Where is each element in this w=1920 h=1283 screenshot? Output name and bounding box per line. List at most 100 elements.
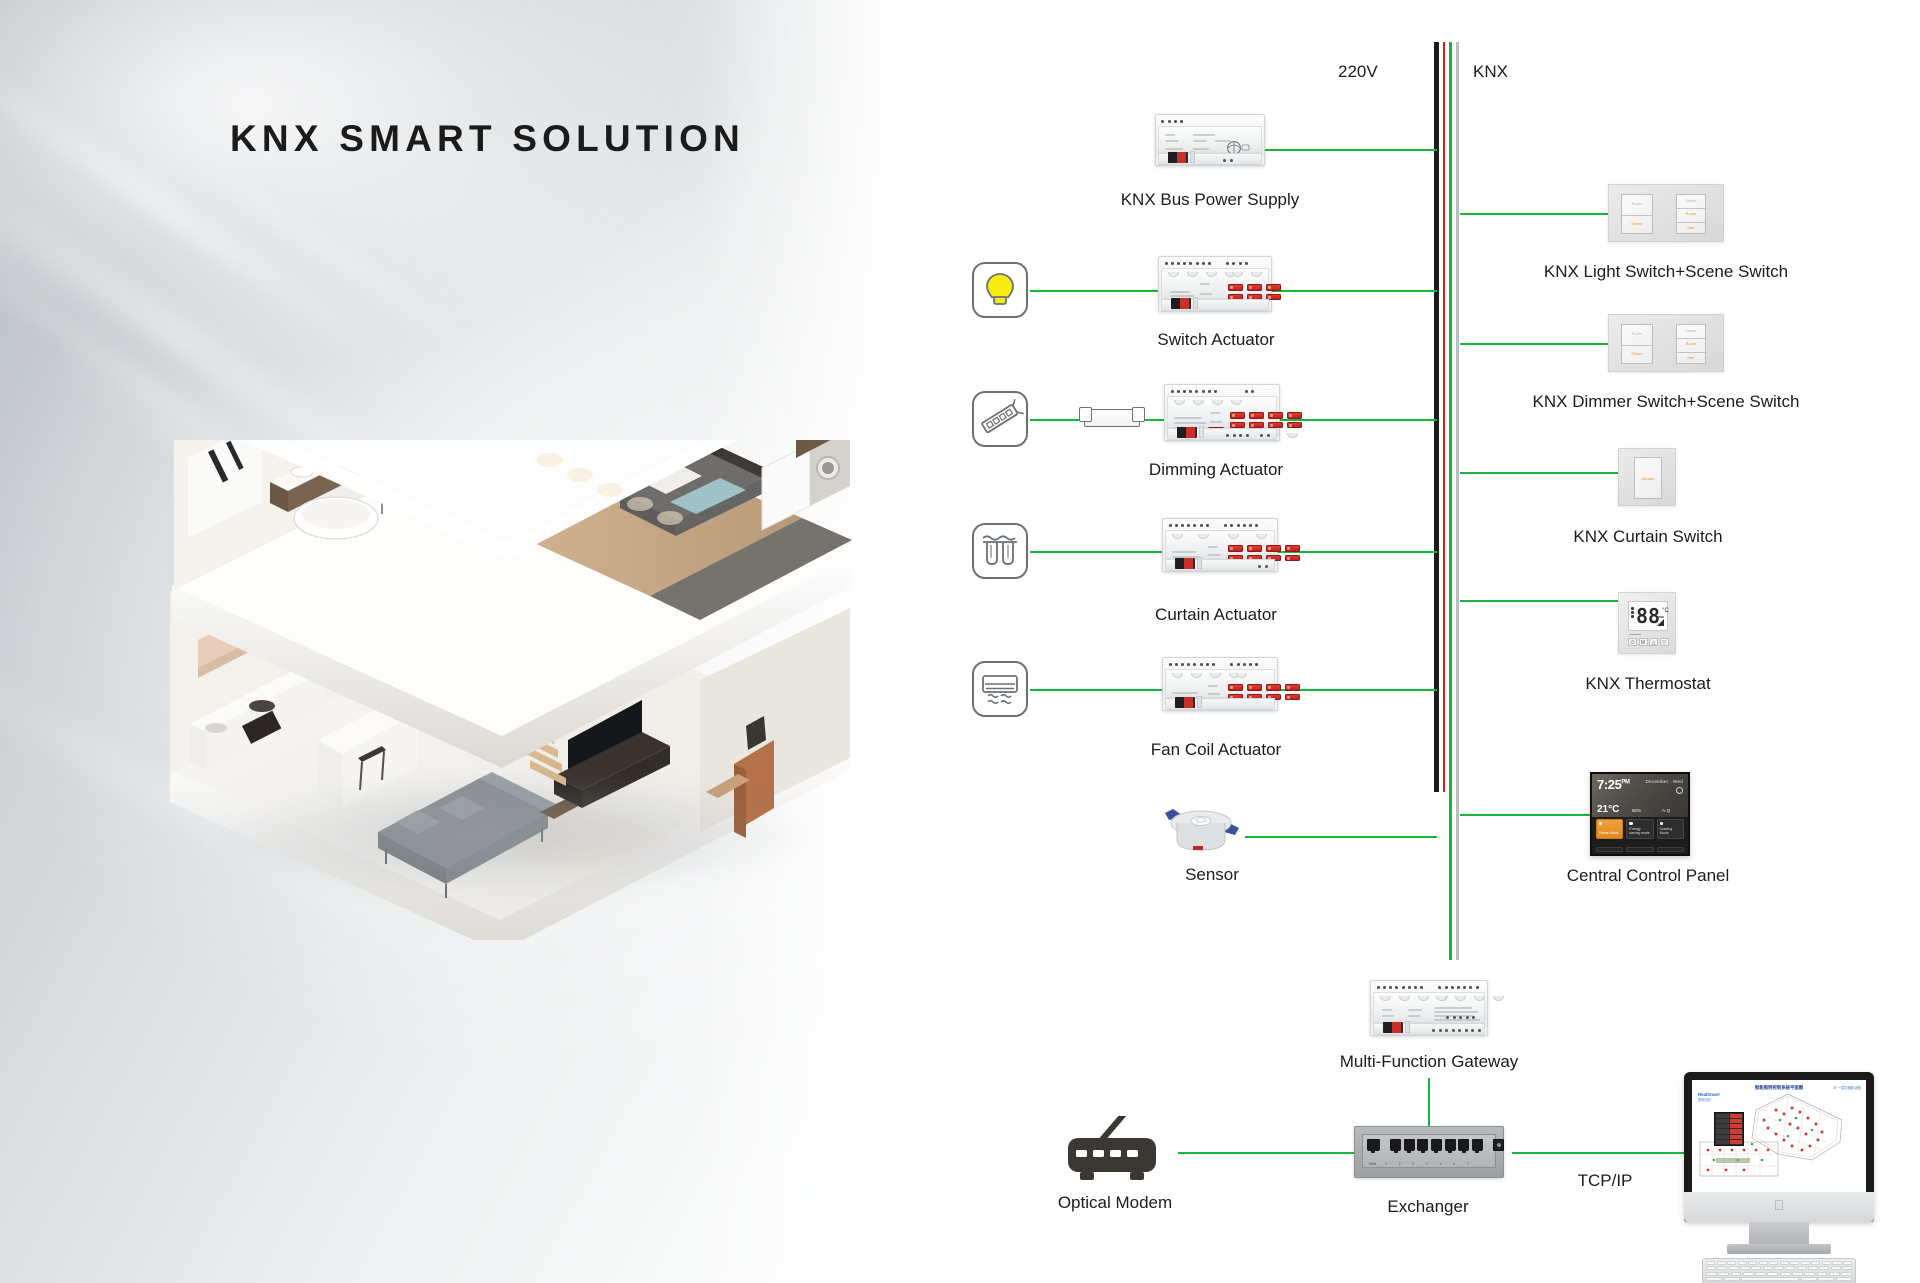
din-clip bbox=[1197, 557, 1202, 569]
temperature-value: 88 bbox=[1636, 604, 1661, 628]
module-base bbox=[1165, 696, 1275, 710]
port-label: 7 bbox=[1466, 1162, 1469, 1166]
channel-buttons[interactable] bbox=[1168, 271, 1236, 277]
rj45-port[interactable] bbox=[1403, 1139, 1415, 1153]
din-clip bbox=[1190, 151, 1195, 163]
light-switch-rocker-left[interactable]: Room Scene bbox=[1621, 194, 1653, 234]
monitor-stand-neck bbox=[1749, 1222, 1809, 1248]
wire-bus-to-thermostat bbox=[1460, 600, 1618, 602]
panel-scene-cards[interactable]: Home Mode Energy saving mode Leaving Mod… bbox=[1596, 818, 1684, 839]
power-button[interactable]: ⏻ bbox=[1628, 638, 1637, 646]
keyboard[interactable] bbox=[1702, 1258, 1856, 1283]
presence-sensor-icon[interactable] bbox=[1155, 800, 1247, 867]
thermostat-buttons[interactable]: ⏻ M △ ▽ bbox=[1628, 638, 1669, 646]
down-button[interactable]: ▽ bbox=[1659, 638, 1669, 646]
power-port[interactable] bbox=[1492, 1139, 1504, 1151]
dimmer-switch-rocker-left[interactable]: Room Scene bbox=[1621, 324, 1653, 364]
house-render bbox=[150, 212, 870, 952]
bus-terminal bbox=[1383, 1022, 1403, 1033]
module-vents bbox=[1168, 521, 1274, 530]
rj45-port-group[interactable] bbox=[1367, 1139, 1504, 1153]
key-label: Scene bbox=[1685, 329, 1697, 333]
mode-indicators bbox=[1631, 607, 1634, 618]
module-bottom-ports bbox=[1226, 433, 1249, 437]
scene-card-label: Leaving Mode bbox=[1659, 826, 1673, 836]
wire-strip-to-driver bbox=[1030, 419, 1082, 421]
module-base bbox=[1167, 426, 1277, 440]
scene-card-leaving[interactable]: Leaving Mode bbox=[1656, 818, 1684, 839]
rj45-port[interactable] bbox=[1458, 1139, 1470, 1153]
channel-buttons[interactable] bbox=[1174, 399, 1242, 405]
channel-buttons[interactable] bbox=[1436, 995, 1504, 1001]
key-label: Room bbox=[1631, 202, 1643, 206]
multi-function-gateway-module[interactable] bbox=[1370, 980, 1504, 1036]
switch-actuator-module[interactable] bbox=[1158, 256, 1281, 312]
optical-modem-icon[interactable] bbox=[1062, 1111, 1168, 1193]
label-knx-dimmer-switch: KNX Dimmer Switch+Scene Switch bbox=[1532, 392, 1800, 411]
channel-buttons[interactable] bbox=[1232, 271, 1262, 277]
rj45-port[interactable] bbox=[1417, 1139, 1429, 1153]
map-title: 智能照明控制系统平面图 bbox=[1754, 1085, 1804, 1090]
channel-buttons[interactable] bbox=[1172, 672, 1240, 678]
channel-buttons[interactable] bbox=[1228, 533, 1239, 539]
bus-line-neutral bbox=[1443, 42, 1446, 792]
up-button[interactable]: △ bbox=[1649, 638, 1658, 646]
module-vents bbox=[1376, 983, 1484, 992]
led-driver-box bbox=[1079, 407, 1145, 427]
wire-gateway-to-exchanger bbox=[1428, 1078, 1430, 1128]
port-label: 3 bbox=[1412, 1162, 1415, 1166]
din-clip bbox=[1193, 297, 1198, 309]
brand-name: RealSmart bbox=[1698, 1092, 1720, 1097]
monitor-chin:  bbox=[1684, 1192, 1874, 1222]
wire-exchanger-to-computer bbox=[1512, 1152, 1692, 1154]
curtain-icon bbox=[972, 523, 1028, 579]
bus-label-knx: KNX bbox=[1473, 62, 1508, 81]
module-face bbox=[1165, 530, 1300, 570]
channel-buttons[interactable] bbox=[1236, 672, 1247, 678]
rj45-port[interactable] bbox=[1430, 1139, 1442, 1153]
panel-date: December · Wed bbox=[1645, 779, 1683, 784]
module-face bbox=[1373, 992, 1504, 1035]
bus-terminal bbox=[1171, 298, 1191, 309]
clock-ampm: PM bbox=[1621, 779, 1630, 786]
wire-bus-to-control-panel bbox=[1460, 814, 1590, 816]
knx-curtain-switch-panel[interactable]: Curtain bbox=[1618, 448, 1676, 506]
central-control-panel[interactable]: 7:25PM December · Wed 21°C 60% A·Q Home … bbox=[1590, 772, 1690, 856]
map-toolbar[interactable]: 2F 一层平面图 返回 bbox=[1833, 1086, 1861, 1090]
curtain-actuator-module[interactable] bbox=[1162, 518, 1300, 572]
dimmer-scene-switch-rocker-right[interactable]: Scene Room Hall bbox=[1676, 324, 1706, 364]
label-dimming-actuator: Dimming Actuator bbox=[1148, 460, 1284, 479]
key-label: Curtain bbox=[1641, 477, 1655, 481]
curtain-switch-rocker[interactable]: Curtain bbox=[1634, 457, 1662, 499]
knx-bus-power-supply-module[interactable] bbox=[1155, 114, 1265, 166]
network-exchanger[interactable]: WAN 1 2 3 4 5 6 7 bbox=[1354, 1126, 1504, 1178]
key-label: Hall bbox=[1687, 226, 1695, 230]
knx-dimmer-switch-panel[interactable]: Room Scene Scene Room Hall bbox=[1608, 314, 1724, 372]
knx-light-switch-panel[interactable]: Room Scene Scene Room Hall bbox=[1608, 184, 1724, 242]
dimming-actuator-module[interactable] bbox=[1164, 384, 1302, 441]
monitor-stand-foot bbox=[1727, 1244, 1831, 1254]
mode-button[interactable]: M bbox=[1638, 638, 1648, 646]
key-label: Scene bbox=[1631, 352, 1643, 356]
channel-buttons[interactable] bbox=[1198, 533, 1209, 539]
light-scene-switch-rocker-right[interactable]: Scene Room Hall bbox=[1676, 194, 1706, 234]
fan-indicator-icon bbox=[1657, 616, 1664, 626]
channel-buttons[interactable] bbox=[1256, 533, 1267, 539]
panel-hero-image bbox=[1592, 774, 1688, 818]
scene-card-energy-saving[interactable]: Energy saving mode bbox=[1626, 818, 1654, 839]
rj45-port[interactable] bbox=[1444, 1139, 1456, 1153]
rj45-port[interactable] bbox=[1390, 1139, 1402, 1153]
channel-buttons[interactable] bbox=[1172, 533, 1183, 539]
knx-thermostat[interactable]: 88 °C ⏻ M △ ▽ bbox=[1618, 592, 1676, 654]
panel-footer-buttons[interactable] bbox=[1596, 847, 1684, 852]
gear-icon[interactable] bbox=[1676, 787, 1683, 794]
status-leds bbox=[1446, 1016, 1475, 1019]
fan-coil-actuator-module[interactable] bbox=[1162, 657, 1300, 711]
port-label: 4 bbox=[1425, 1162, 1428, 1166]
bus-terminal bbox=[1168, 152, 1188, 163]
wire-ac-icon-to-fancoil bbox=[1030, 689, 1164, 691]
uplink-port[interactable] bbox=[1367, 1139, 1380, 1153]
scene-card-home[interactable]: Home Mode bbox=[1596, 818, 1624, 839]
rj45-port[interactable] bbox=[1471, 1139, 1483, 1153]
din-clip bbox=[1199, 426, 1204, 438]
